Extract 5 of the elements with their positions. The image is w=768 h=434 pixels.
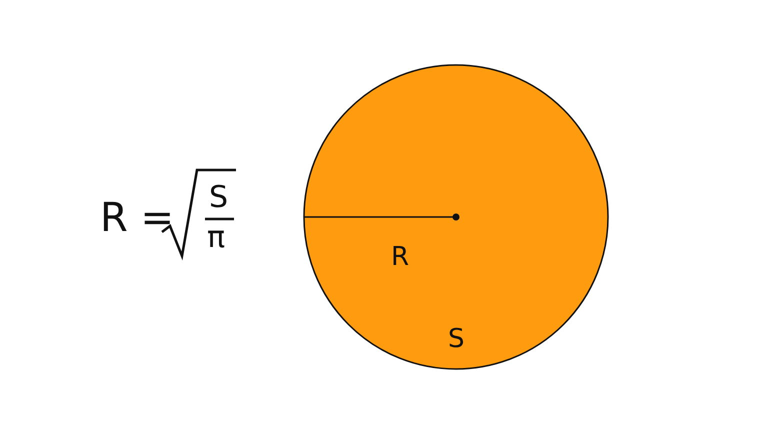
formula-lhs: R = [100, 198, 174, 238]
denominator: π [207, 223, 226, 253]
radius-label: R [391, 244, 410, 270]
area-label: S [448, 326, 465, 352]
numerator: S [209, 183, 228, 213]
